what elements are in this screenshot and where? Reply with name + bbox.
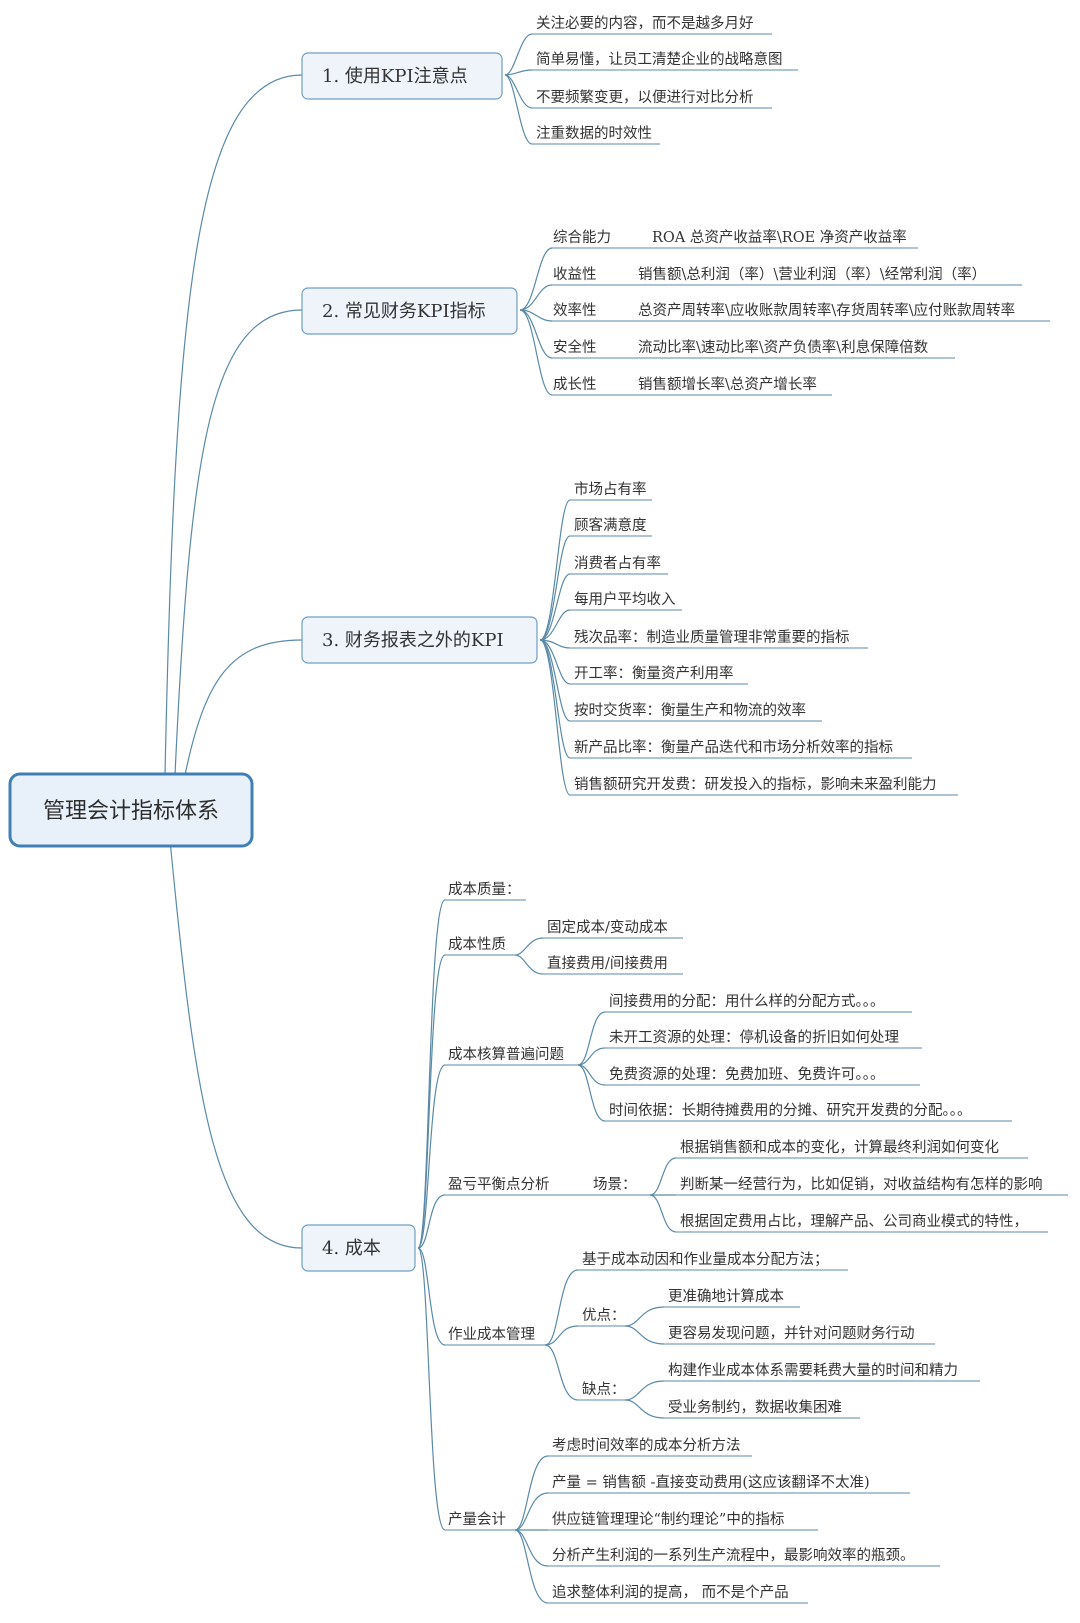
branch-2-val-3: 总资产周转率\应收账款周转率\存货周转率\应付账款周转率	[638, 301, 1015, 319]
cost-accounting-label: 成本核算普遍问题	[448, 1046, 564, 1063]
branch-2-label: 2. 常见财务KPI指标	[322, 301, 486, 322]
branch-3-leaf-9: 销售额研究开发费：研发投入的指标，影响未来盈利能力	[574, 776, 937, 793]
branch-3: 3. 财务报表之外的KPI 市场占有率 顾客满意度 消费者占有率 每用户平均收入…	[301, 481, 958, 796]
root-node[interactable]: 管理会计指标体系	[8, 772, 254, 848]
breakeven-leaf-1: 根据销售额和成本的变化，计算最终利润如何变化	[680, 1139, 999, 1156]
branch-2-val-5: 销售额增长率\总资产增长率	[638, 376, 817, 393]
branch-2-cat-5: 成长性	[553, 376, 597, 393]
branch-2-cat-1: 综合能力	[553, 229, 611, 246]
branch-2-cat-2: 收益性	[553, 266, 597, 283]
branch-2-cat-4: 安全性	[553, 338, 597, 356]
cost-quality: 成本质量：	[448, 881, 521, 898]
throughput-leaf-1: 考虑时间效率的成本分析方法	[552, 1437, 741, 1454]
branch-3-leaf-8: 新产品比率：衡量产品迭代和市场分析效率的指标	[574, 739, 893, 756]
throughput-leaf-4: 分析产生利润的一系列生产流程中，最影响效率的瓶颈。	[552, 1547, 915, 1564]
branch-3-leaf-6: 开工率：衡量资产利用率	[574, 665, 734, 682]
throughput-leaf-2: 产量 = 销售额 -直接变动费用(这应该翻译不太准)	[552, 1473, 870, 1491]
breakeven-label: 盈亏平衡点分析	[448, 1176, 550, 1193]
branch-2-val-4: 流动比率\速动比率\资产负债率\利息保障倍数	[638, 338, 929, 356]
cost-nature-label: 成本性质	[448, 936, 506, 953]
root-box[interactable]	[8, 772, 254, 848]
branch-2-val-1: ROA 总资产收益率\ROE 净资产收益率	[652, 229, 907, 246]
root-label: 管理会计指标体系	[43, 799, 219, 824]
branch-3-leaf-5: 残次品率：制造业质量管理非常重要的指标	[574, 629, 850, 646]
cost-accounting-leaf-4: 时间依据：长期待摊费用的分摊、研究开发费的分配。。。	[609, 1102, 972, 1119]
abc-label: 作业成本管理	[448, 1326, 535, 1343]
branch-1-label: 1. 使用KPI注意点	[322, 66, 468, 87]
abc-intro: 基于成本动因和作业量成本分配方法；	[582, 1251, 829, 1268]
branch-3-leaf-2: 顾客满意度	[574, 516, 647, 534]
breakeven-scene: 场景：	[593, 1176, 637, 1193]
branch-1-leaf-1: 关注必要的内容，而不是越多月好	[536, 15, 754, 32]
branch-3-leaf-3: 消费者占有率	[574, 555, 661, 572]
cost-accounting-leaf-2: 未开工资源的处理：停机设备的折旧如何处理	[609, 1029, 899, 1046]
abc-cons-label: 缺点：	[582, 1381, 626, 1398]
throughput-leaf-5: 追求整体利润的提高， 而不是个产品	[552, 1584, 789, 1601]
throughput-leaf-3: 供应链管理理论“制约理论”中的指标	[552, 1510, 784, 1528]
throughput-label: 产量会计	[448, 1511, 506, 1528]
branch-2-topic[interactable]	[301, 287, 518, 335]
branch-3-leaf-4: 每用户平均收入	[574, 591, 676, 608]
branch-1-leaf-3: 不要频繁变更，以便进行对比分析	[536, 89, 754, 106]
cost-nature-leaf-2: 直接费用/间接费用	[547, 955, 668, 972]
branch-4-topic[interactable]	[301, 1224, 416, 1272]
branch-1: 1. 使用KPI注意点 关注必要的内容，而不是越多月好 简单易懂，让员工清楚企业…	[301, 15, 798, 145]
branch-2: 2. 常见财务KPI指标 综合能力 ROA 总资产收益率\ROE 净资产收益率 …	[301, 229, 1050, 396]
cost-accounting-leaf-3: 免费资源的处理：免费加班、免费许可。。。	[609, 1066, 885, 1083]
abc-con-2: 受业务制约，数据收集困难	[668, 1399, 842, 1416]
branch-4-label: 4. 成本	[322, 1238, 381, 1259]
branch-3-leaf-7: 按时交货率：衡量生产和物流的效率	[574, 701, 806, 719]
branch-1-leaf-4: 注重数据的时效性	[536, 125, 652, 142]
branch-1-leaf-2: 简单易懂，让员工清楚企业的战略意图	[536, 50, 783, 68]
root-connectors	[164, 74, 303, 1249]
cost-nature-leaf-1: 固定成本/变动成本	[547, 919, 668, 936]
branch-2-cat-3: 效率性	[553, 302, 597, 319]
branch-2-val-2: 销售额\总利润（率）\营业利润（率）\经常利润（率）	[638, 266, 986, 283]
abc-pro-2: 更容易发现问题，并针对问题财务行动	[668, 1325, 915, 1342]
abc-pros-label: 优点：	[582, 1307, 626, 1324]
branch-3-topic[interactable]	[301, 616, 538, 664]
abc-con-1: 构建作业成本体系需要耗费大量的时间和精力	[668, 1362, 958, 1379]
branch-4: 4. 成本 成本质量： 成本性质 固定成本/变动成本 直接费用/间接费用 成本核…	[301, 881, 1068, 1604]
abc-pro-1: 更准确地计算成本	[668, 1288, 784, 1305]
cost-accounting-leaf-1: 间接费用的分配：用什么样的分配方式。。。	[609, 993, 885, 1010]
branch-1-topic[interactable]	[301, 52, 503, 100]
branch-3-leaf-1: 市场占有率	[574, 481, 647, 498]
breakeven-leaf-3: 根据固定费用占比，理解产品、公司商业模式的特性，	[680, 1213, 1028, 1230]
breakeven-leaf-2: 判断某一经营行为，比如促销，对收益结构有怎样的影响	[680, 1176, 1043, 1193]
branch-3-label: 3. 财务报表之外的KPI	[322, 630, 504, 651]
